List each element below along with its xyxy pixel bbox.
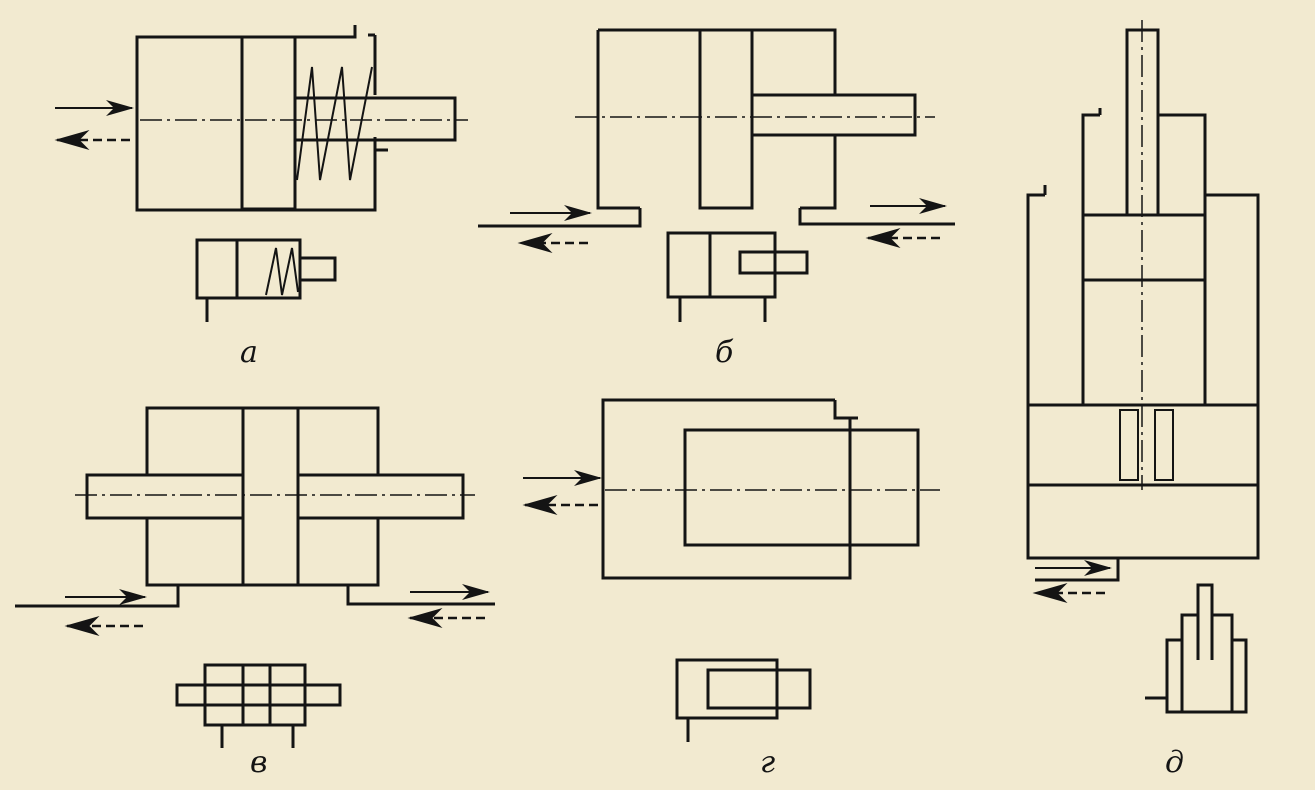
port-right [798, 208, 955, 226]
figure-label-a: а [240, 335, 258, 370]
symbol-b [666, 231, 809, 322]
figure-g-plunger-cylinder: г [522, 398, 940, 780]
piston [698, 28, 754, 210]
piston-rod [293, 96, 457, 142]
rod-left [85, 473, 245, 520]
figure-d-telescopic-cylinder: д [1026, 20, 1260, 780]
piston [240, 35, 297, 211]
cylinder-body [145, 406, 380, 587]
cylinder-body [596, 28, 837, 210]
figure-label-g: г [760, 745, 775, 780]
port-right [346, 585, 495, 606]
symbol-a [195, 238, 337, 322]
outer-body [1026, 185, 1260, 560]
return-spring [296, 66, 373, 181]
port-left [478, 208, 642, 228]
figure-label-v: в [250, 745, 267, 780]
symbol-d [1145, 583, 1248, 714]
figure-a-spring-return-cylinder: а [54, 25, 468, 370]
symbol-g [675, 658, 812, 742]
port-left [15, 585, 180, 608]
plunger [683, 428, 920, 547]
symbol-v [175, 663, 342, 748]
piston-rod [750, 93, 917, 137]
lower-piston [1026, 403, 1260, 487]
cylinder-body [135, 25, 388, 212]
upper-piston [1081, 213, 1207, 282]
port [1035, 558, 1120, 582]
rod-right [296, 473, 465, 520]
figure-label-d: д [1165, 745, 1184, 780]
figure-v-double-rod-cylinder: в [15, 406, 495, 780]
figure-label-b: б [715, 335, 734, 370]
inner-stage [1081, 108, 1207, 405]
cylinder-body [601, 398, 858, 580]
piston [241, 406, 300, 587]
figure-b-double-acting-cylinder: б [478, 28, 955, 370]
